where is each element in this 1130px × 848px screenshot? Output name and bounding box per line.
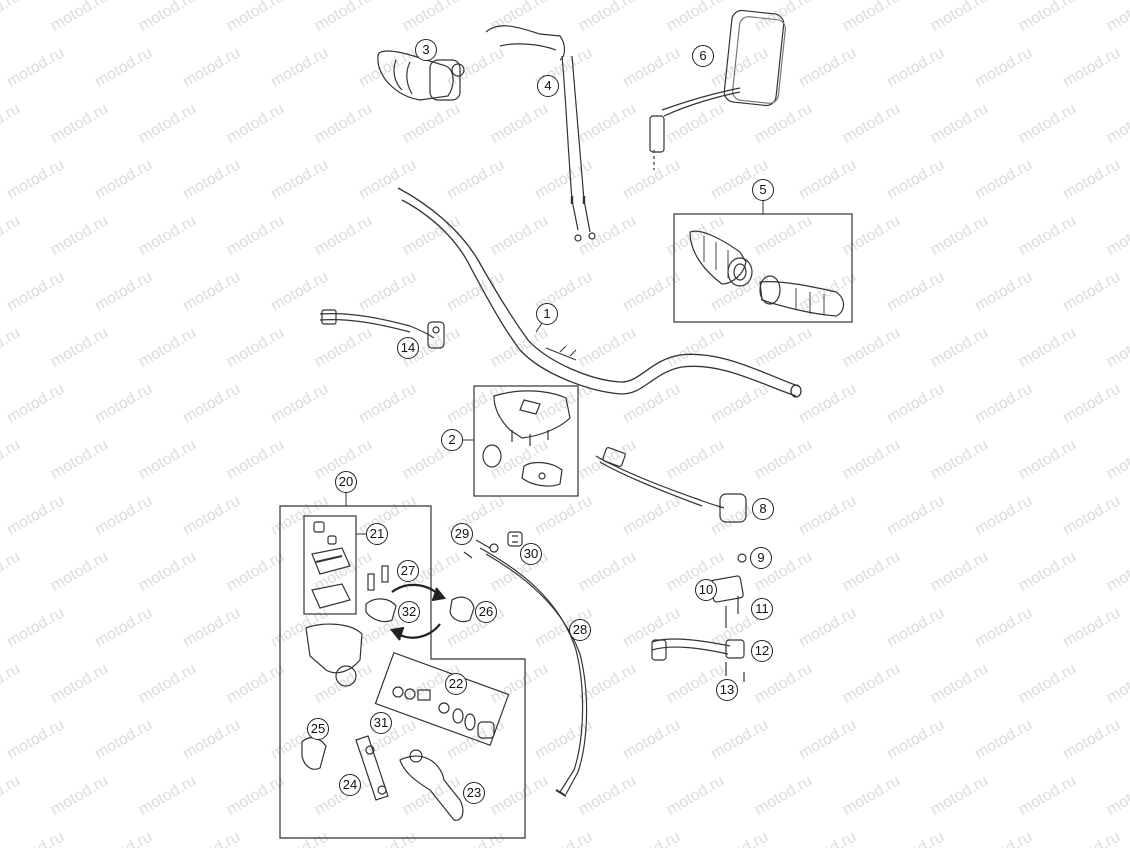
piston-kit (392, 686, 495, 739)
callout-1: 1 (536, 303, 558, 325)
callout-12: 12 (751, 640, 773, 662)
group-box-grips (673, 213, 853, 323)
throttle-cables (485, 25, 596, 242)
callout-25: 25 (307, 718, 329, 740)
callout-10: 10 (695, 579, 717, 601)
group-box-piston-kit (374, 651, 510, 747)
callout-11: 11 (751, 598, 773, 620)
left-switch (319, 309, 445, 349)
callout-5: 5 (752, 179, 774, 201)
callout-13: 13 (716, 679, 738, 701)
callout-32: 32 (398, 601, 420, 623)
callout-22: 22 (445, 673, 467, 695)
callout-24: 24 (339, 774, 361, 796)
callout-20: 20 (335, 471, 357, 493)
mirror (649, 9, 786, 170)
brake-master-parts (301, 521, 475, 821)
callout-9: 9 (750, 547, 772, 569)
callout-23: 23 (463, 782, 485, 804)
handlebar (397, 187, 802, 398)
callout-14: 14 (397, 337, 419, 359)
group-box-switch (473, 385, 579, 497)
group-box-master-parts (303, 515, 357, 615)
callout-3: 3 (415, 39, 437, 61)
small-parts (651, 553, 747, 682)
callout-4: 4 (537, 75, 559, 97)
callout-27: 27 (397, 560, 419, 582)
throttle-grip (377, 50, 465, 101)
brake-hose (463, 531, 588, 797)
callout-29: 29 (451, 523, 473, 545)
callout-8: 8 (752, 498, 774, 520)
callout-2: 2 (441, 429, 463, 451)
callout-30: 30 (520, 543, 542, 565)
callout-28: 28 (569, 619, 591, 641)
right-switch (595, 446, 747, 523)
rotation-arrows (389, 583, 447, 641)
grips (689, 230, 845, 317)
callout-6: 6 (692, 45, 714, 67)
leader-lines (345, 197, 764, 535)
group-box-brake (279, 505, 526, 839)
switch-assembly (482, 390, 571, 487)
callout-21: 21 (366, 523, 388, 545)
callout-31: 31 (370, 712, 392, 734)
callout-26: 26 (475, 601, 497, 623)
